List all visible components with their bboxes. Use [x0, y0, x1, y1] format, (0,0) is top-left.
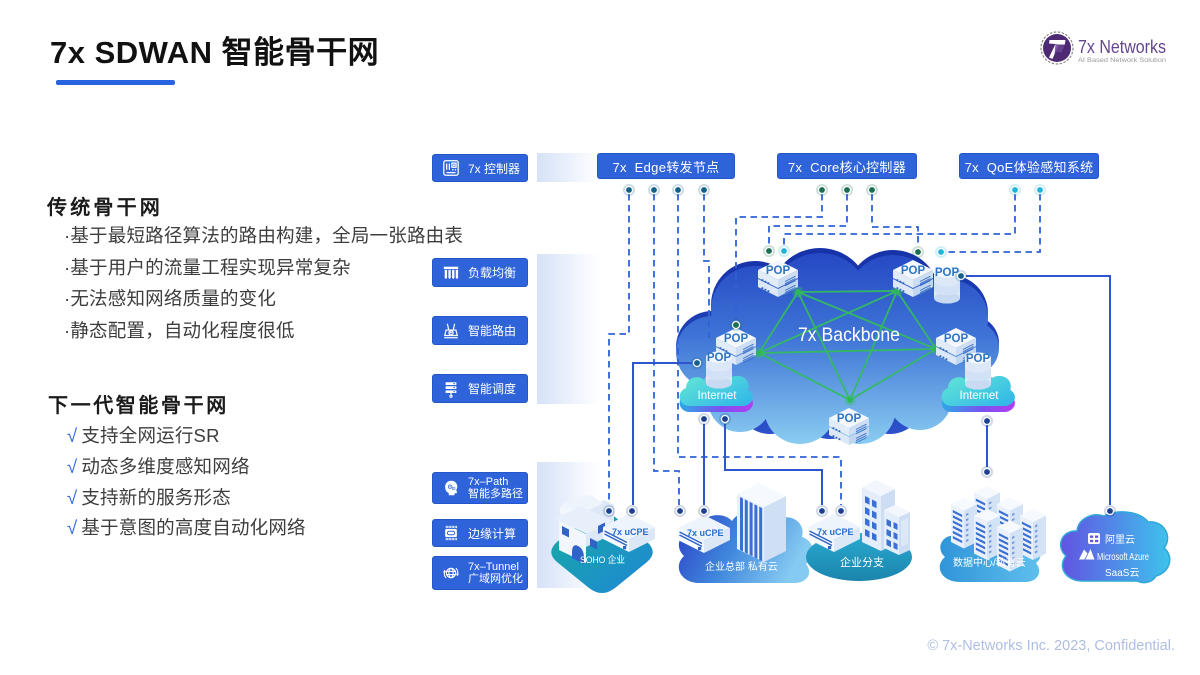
svg-text:企业总部 私有云: 企业总部 私有云: [705, 560, 778, 573]
svg-text:POP: POP: [724, 333, 749, 345]
svg-text:SOHO 企业: SOHO 企业: [580, 554, 625, 566]
svg-text:7x Backbone: 7x Backbone: [798, 324, 900, 346]
svg-text:Microsoft Azure: Microsoft Azure: [1097, 552, 1149, 563]
svg-text:SaaS云: SaaS云: [1105, 568, 1139, 579]
svg-text:POP: POP: [707, 352, 732, 364]
svg-text:POP: POP: [966, 353, 991, 365]
svg-text:7x uCPE: 7x uCPE: [817, 527, 854, 537]
svg-text:企业分支: 企业分支: [840, 555, 884, 569]
svg-text:Internet: Internet: [698, 390, 738, 402]
svg-text:POP: POP: [837, 413, 862, 425]
svg-text:AI Based Network Solution: AI Based Network Solution: [1078, 57, 1166, 64]
svg-text:POP: POP: [935, 267, 960, 279]
svg-text:7x Networks: 7x Networks: [1078, 37, 1166, 57]
svg-text:数据中心/私有云: 数据中心/私有云: [953, 556, 1026, 569]
svg-text:POP: POP: [766, 265, 791, 277]
svg-text:7x uCPE: 7x uCPE: [612, 527, 649, 537]
svg-text:Internet: Internet: [960, 390, 1000, 402]
svg-text:阿里云: 阿里云: [1105, 534, 1135, 546]
svg-text:POP: POP: [901, 265, 926, 277]
svg-text:POP: POP: [944, 333, 969, 345]
svg-text:7x uCPE: 7x uCPE: [687, 528, 724, 538]
